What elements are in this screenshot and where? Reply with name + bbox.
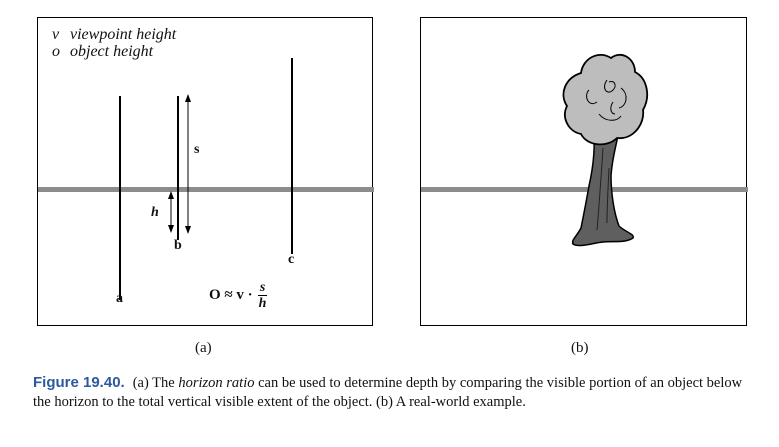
tree-trunk <box>571 127 634 247</box>
h-label: h <box>151 205 159 220</box>
caption-part-1: (a) The <box>132 375 179 391</box>
figure-number-label: Figure 19.40. <box>33 374 125 391</box>
crown-texture-1 <box>586 89 598 104</box>
horizon-line-b <box>421 187 748 192</box>
panel-b-real-world-example <box>420 17 748 326</box>
subfigure-label-a: (a) <box>195 340 212 356</box>
legend-key-v: v <box>52 26 60 43</box>
legend-text-object: object height <box>70 43 154 60</box>
crown-texture-4 <box>598 113 622 121</box>
subfigure-label-b: (b) <box>571 340 589 356</box>
panel-b-drawing <box>421 53 748 247</box>
h-measure-arrow <box>168 191 174 233</box>
legend-item-object: o object height <box>52 43 153 61</box>
s-label: s <box>194 142 200 157</box>
tree-crown <box>562 53 649 146</box>
caption-part-3: can be used to determine depth by compar… <box>33 375 743 410</box>
s-measure-arrow <box>185 94 191 234</box>
panel-a-drawing <box>38 58 374 300</box>
caption-part-2: horizon ratio <box>178 375 255 391</box>
crown-texture-2 <box>604 79 616 93</box>
legend-item-viewpoint: v viewpoint height <box>52 26 176 44</box>
formula-numerator: s <box>257 280 268 296</box>
object-b-label: b <box>174 238 182 253</box>
legend-key-o: o <box>52 43 60 60</box>
formula-fraction: s h <box>257 280 269 311</box>
formula-lhs: O ≈ v · <box>209 287 253 303</box>
horizon-ratio-formula: O ≈ v · s h <box>209 280 268 311</box>
figure-caption: Figure 19.40. (a) The horizon ratio can b… <box>33 373 749 412</box>
trunk-texture-2 <box>606 167 610 224</box>
panel-a-horizon-ratio-diagram: v viewpoint height o object height a b c s… <box>37 17 374 326</box>
horizon-line <box>38 187 374 192</box>
crown-texture-3 <box>618 87 627 109</box>
object-a-label: a <box>116 291 123 306</box>
trunk-texture-1 <box>596 147 604 231</box>
formula-denominator: h <box>258 296 267 311</box>
object-c-label: c <box>288 252 295 267</box>
crown-texture-5 <box>610 101 616 115</box>
legend-text-viewpoint: viewpoint height <box>70 26 177 43</box>
